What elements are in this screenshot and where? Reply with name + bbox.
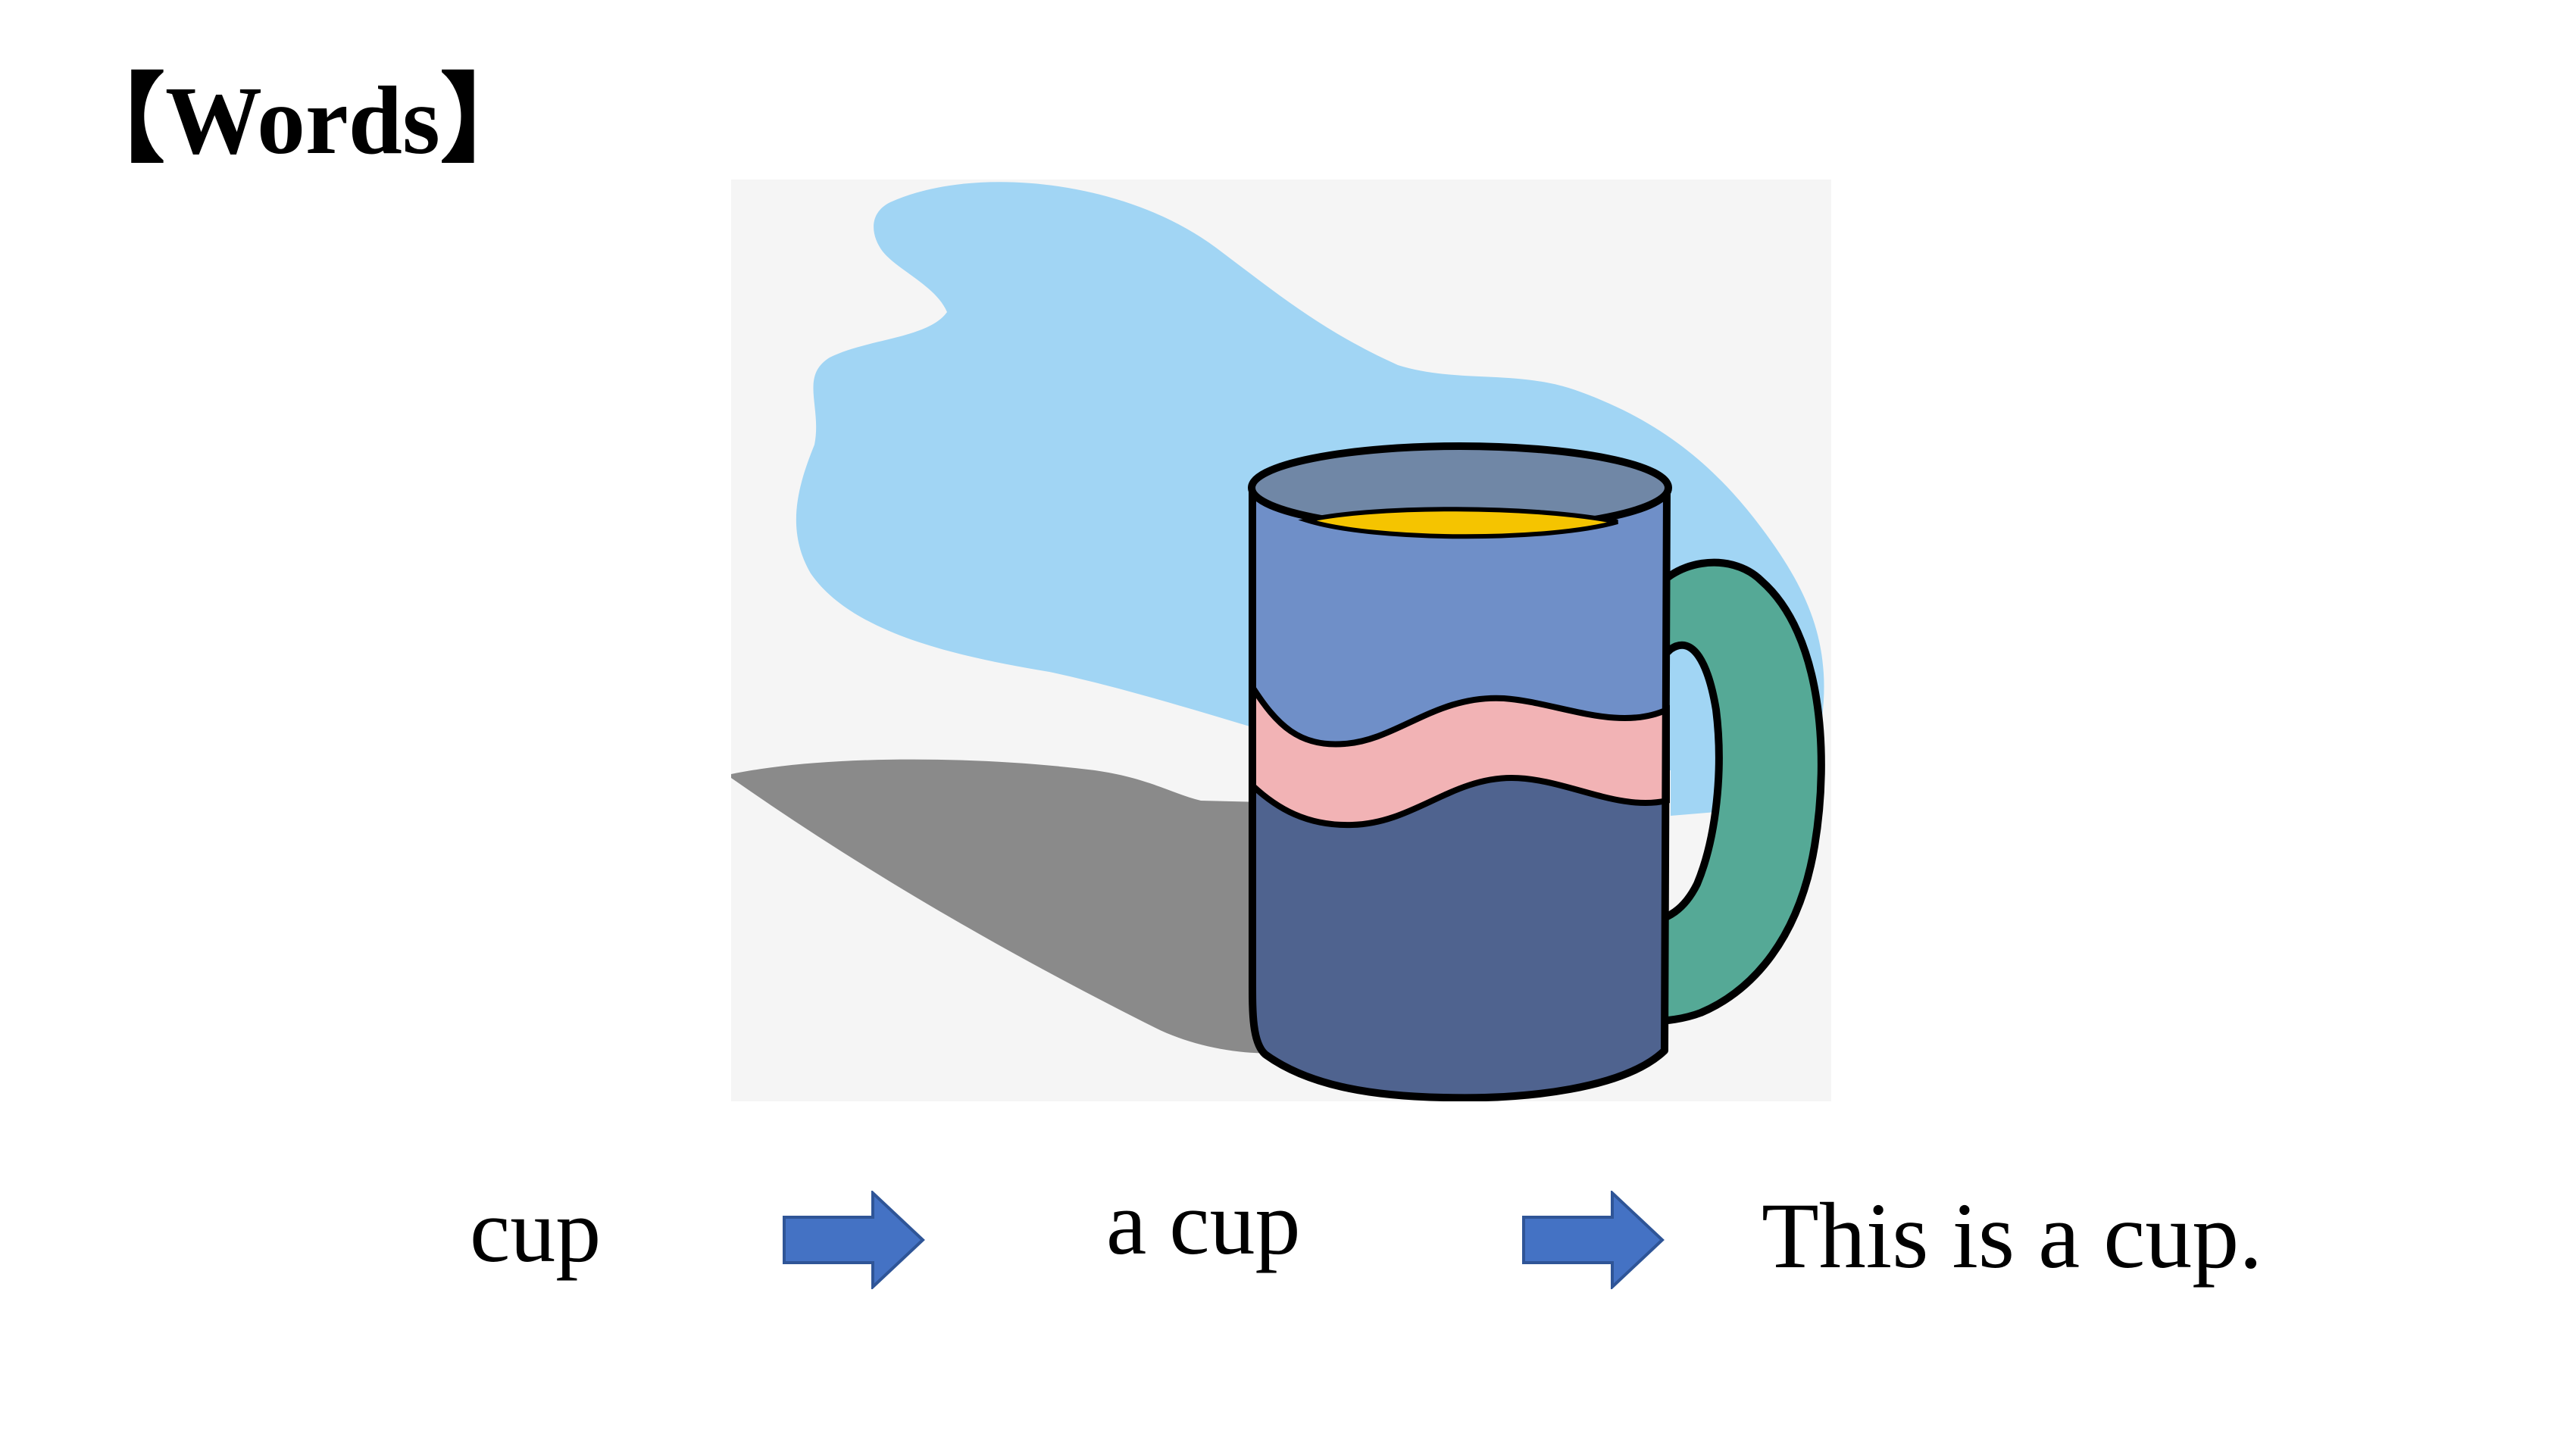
word-text: cup [470, 1180, 602, 1281]
cup-icon [731, 180, 1831, 1101]
cup-upper-band [1252, 469, 1667, 745]
sentence-text: This is a cup. [1762, 1184, 2263, 1288]
right-arrow-icon [1521, 1191, 1665, 1289]
slide-title: 【Words】 [68, 67, 537, 174]
cup-shadow [731, 759, 1307, 1054]
right-arrow-icon [782, 1191, 926, 1289]
cup-outline [1249, 486, 1671, 1101]
article-phrase-text: a cup [1106, 1173, 1301, 1273]
cup-drink [1298, 507, 1618, 539]
cup-illustration [731, 180, 1831, 1101]
